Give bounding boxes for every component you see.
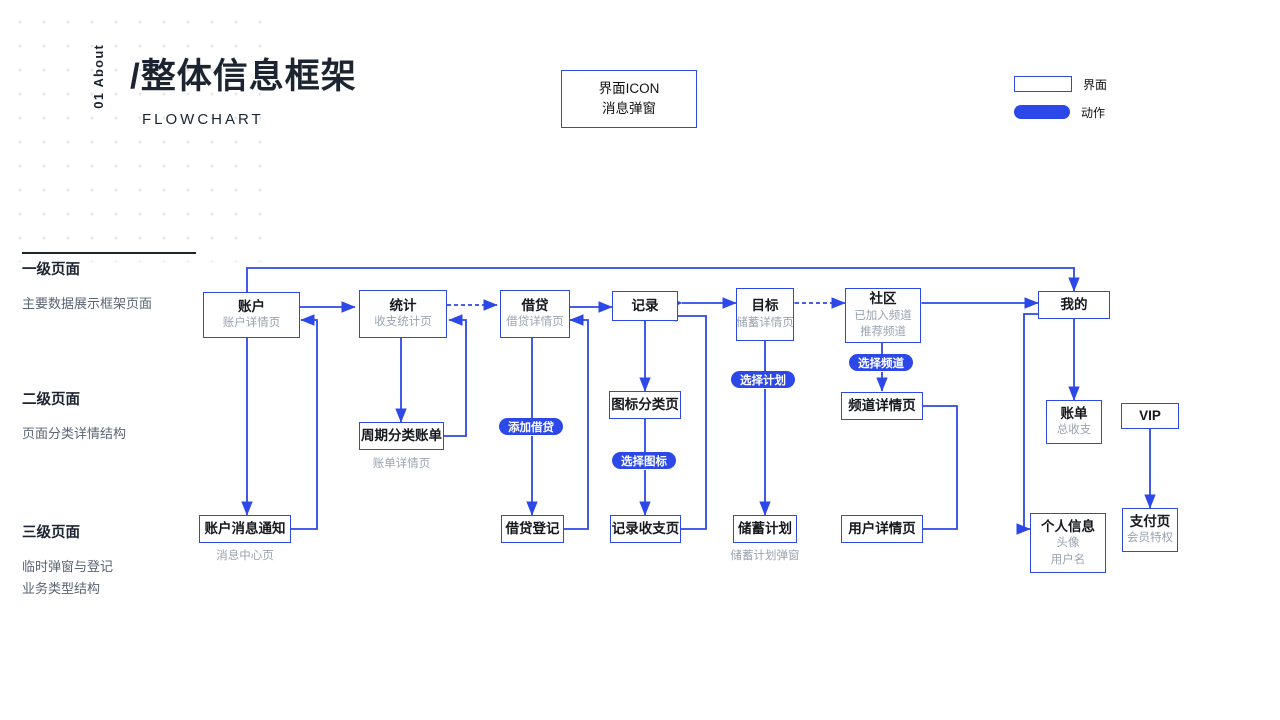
node-loan-register-title: 借贷登记 (505, 521, 560, 537)
legend-label-interface: 界面 (1083, 77, 1108, 92)
node-profile-subtitle-1: 头像 (1056, 537, 1080, 550)
topbox-line-1: 界面ICON (598, 80, 660, 96)
node-bill-title: 账单 (1060, 405, 1088, 421)
node-savings-plan-title: 储蓄计划 (738, 521, 792, 537)
action-select-icon[interactable]: 选择图标 (612, 452, 676, 469)
action-add-loan[interactable]: 添加借贷 (499, 418, 563, 435)
node-loan-subtitle: 借贷详情页 (506, 316, 564, 329)
node-goal[interactable]: 目标 储蓄详情页 (736, 288, 794, 341)
caption-account-notice: 消息中心页 (216, 550, 274, 562)
node-account[interactable]: 账户 账户详情页 (203, 292, 300, 338)
node-community-subtitle-2: 推荐频道 (860, 326, 906, 339)
node-stats-title: 统计 (389, 297, 417, 313)
rail-level-1-desc: 主要数据展示框架页面 (22, 296, 153, 311)
node-cycle-bill[interactable]: 周期分类账单 (359, 422, 444, 450)
rail-level-3-desc-line-2: 业务类型结构 (22, 581, 101, 597)
node-bill[interactable]: 账单 总收支 (1046, 400, 1102, 444)
node-cycle-bill-title: 周期分类账单 (361, 428, 442, 444)
node-loan-register[interactable]: 借贷登记 (501, 515, 564, 543)
node-stats[interactable]: 统计 收支统计页 (359, 290, 447, 338)
legend-swatch-action-icon (1014, 105, 1070, 119)
rail-level-1-title: 一级页面 (22, 262, 80, 278)
node-vip[interactable]: VIP (1121, 403, 1179, 429)
node-vip-title: VIP (1139, 408, 1161, 424)
node-user-detail[interactable]: 用户详情页 (841, 515, 923, 543)
node-payment-subtitle: 会员特权 (1127, 532, 1173, 545)
node-goal-title: 目标 (751, 298, 779, 314)
node-savings-plan[interactable]: 储蓄计划 (733, 515, 797, 543)
node-goal-subtitle: 储蓄详情页 (736, 316, 794, 329)
legend-item-interface: 界面 (1014, 74, 1107, 94)
page-title: /整体信息框架 (130, 57, 357, 96)
rail-level-3: 三级页面 临时弹窗与登记 业务类型结构 (22, 521, 113, 599)
rail-level-3-title: 三级页面 (22, 525, 80, 541)
rail-divider-level-1 (22, 252, 196, 254)
node-channel-detail-title: 频道详情页 (848, 398, 916, 414)
legend-swatch-interface-icon (1014, 76, 1072, 92)
node-stats-subtitle: 收支统计页 (374, 316, 432, 329)
section-index: 01 About (91, 44, 106, 109)
rail-level-2-title: 二级页面 (22, 392, 80, 408)
action-select-channel[interactable]: 选择频道 (849, 354, 913, 371)
action-select-plan[interactable]: 选择计划 (731, 371, 795, 388)
node-loan-title: 借贷 (521, 297, 549, 313)
node-account-subtitle: 账户详情页 (222, 317, 281, 330)
legend: 界面 动作 (1014, 74, 1107, 130)
node-record-inout-title: 记录收支页 (611, 521, 680, 537)
node-loan[interactable]: 借贷 借贷详情页 (500, 290, 570, 338)
node-payment-title: 支付页 (1129, 513, 1171, 529)
topbox-line-2: 消息弹窗 (602, 100, 656, 116)
node-account-notice[interactable]: 账户消息通知 (199, 515, 291, 543)
node-record-inout[interactable]: 记录收支页 (610, 515, 681, 543)
dot-grid-background (0, 0, 262, 262)
node-community-subtitle-1: 已加入频道 (854, 309, 912, 322)
interface-icon-legend-box: 界面ICON 消息弹窗 (561, 70, 697, 128)
node-account-title: 账户 (238, 298, 265, 314)
node-icon-category-title: 图标分类页 (611, 397, 679, 413)
rail-level-1: 一级页面 主要数据展示框架页面 (22, 258, 152, 314)
node-account-notice-title: 账户消息通知 (204, 521, 286, 537)
node-community[interactable]: 社区 已加入频道 推荐频道 (845, 288, 921, 343)
node-channel-detail[interactable]: 频道详情页 (841, 392, 923, 420)
node-profile-title: 个人信息 (1041, 518, 1095, 534)
page-subtitle: FLOWCHART (142, 111, 264, 128)
node-profile[interactable]: 个人信息 头像 用户名 (1030, 513, 1106, 573)
rail-level-2-desc: 页面分类详情结构 (22, 426, 127, 441)
rail-level-2: 二级页面 页面分类详情结构 (22, 388, 126, 444)
caption-cycle-bill: 账单详情页 (372, 458, 431, 470)
node-icon-category[interactable]: 图标分类页 (609, 391, 681, 419)
rail-level-3-desc-line-1: 临时弹窗与登记 (22, 559, 114, 574)
node-mine[interactable]: 我的 (1038, 291, 1110, 319)
node-record-title: 记录 (631, 298, 659, 314)
node-profile-subtitle-2: 用户名 (1050, 553, 1086, 566)
node-record[interactable]: 记录 (612, 291, 678, 321)
node-mine-title: 我的 (1060, 297, 1088, 313)
node-bill-subtitle: 总收支 (1056, 424, 1092, 437)
legend-label-action: 动作 (1081, 105, 1106, 120)
node-payment[interactable]: 支付页 会员特权 (1122, 508, 1178, 552)
legend-item-action: 动作 (1014, 102, 1107, 122)
node-user-detail-title: 用户详情页 (848, 521, 916, 537)
node-community-title: 社区 (869, 291, 897, 307)
caption-savings-plan: 储蓄计划弹窗 (730, 550, 800, 562)
